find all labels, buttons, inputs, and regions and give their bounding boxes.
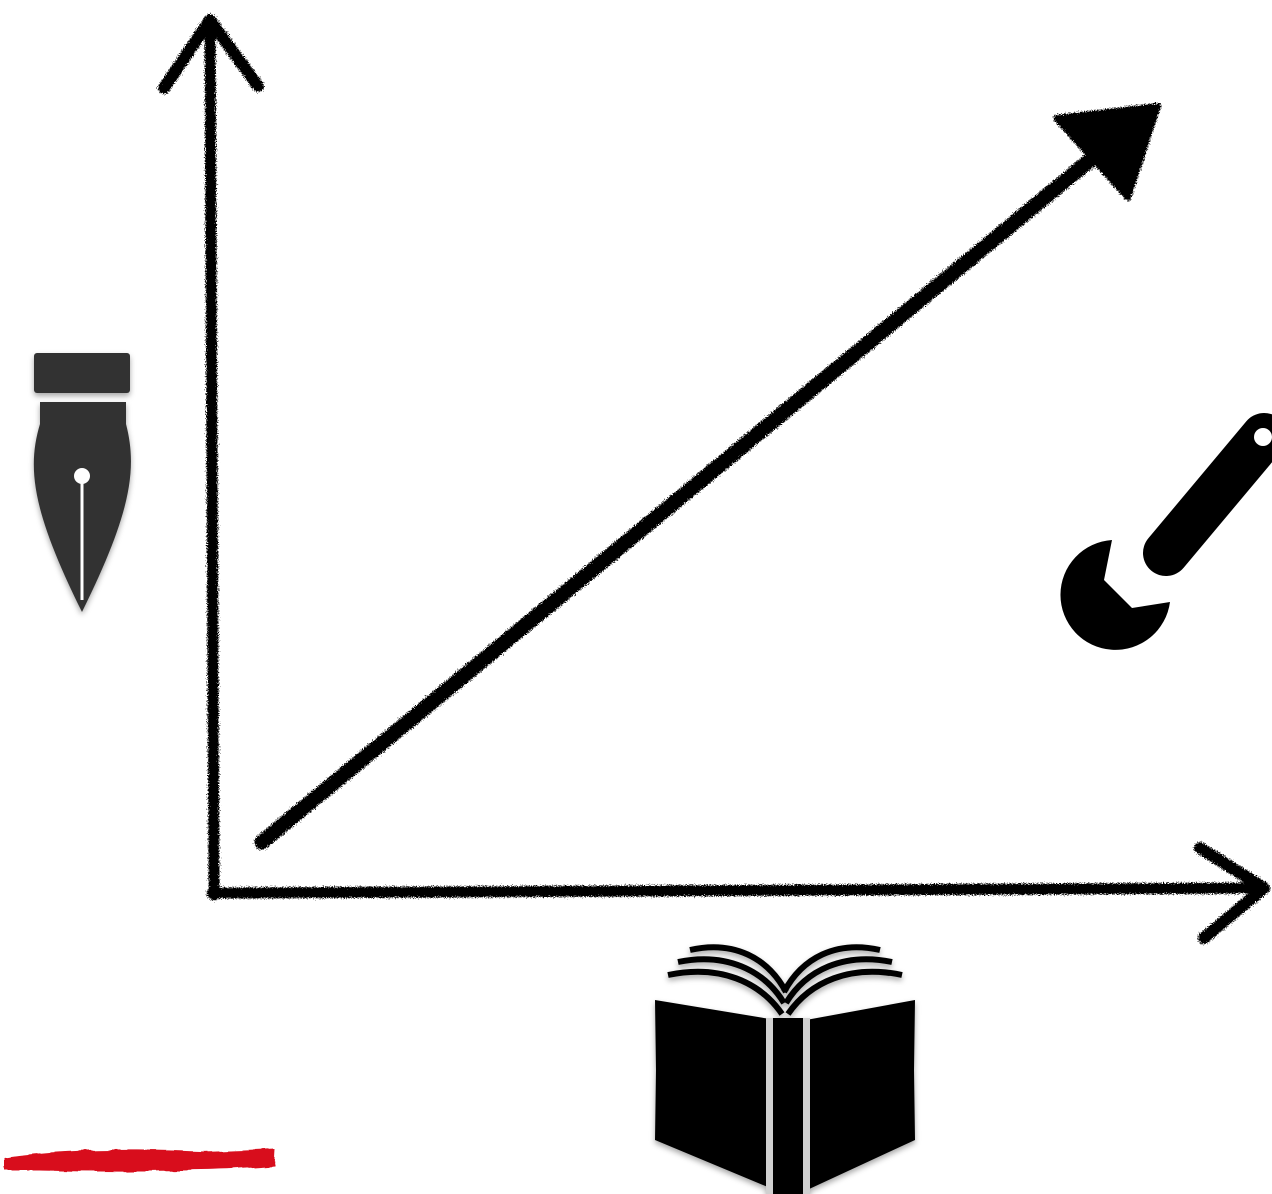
pen-nib-icon: [33, 353, 131, 612]
book-icon: [655, 944, 915, 1194]
red-brush-stroke: [4, 1149, 275, 1172]
trend-arrow: [254, 103, 1161, 850]
horizontal-axis: [206, 842, 1270, 944]
wrench-icon: [1060, 413, 1272, 650]
vertical-axis: [158, 14, 264, 901]
